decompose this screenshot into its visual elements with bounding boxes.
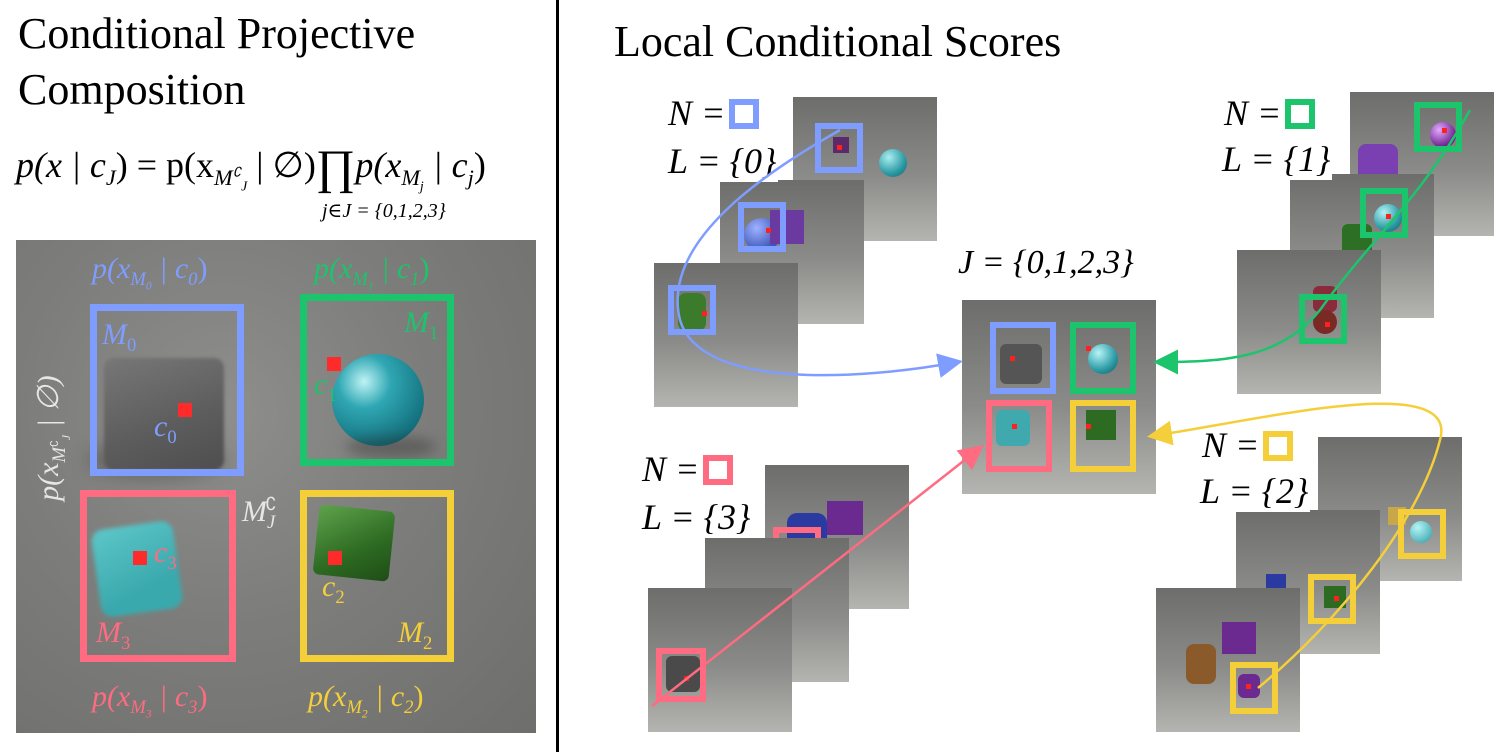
- pink-l-label: L = {3}: [640, 496, 753, 538]
- green-arrow: [1153, 109, 1472, 375]
- cond-point-3: [133, 551, 147, 565]
- mask-frame-3: [80, 490, 236, 662]
- composite-dot-2: [1086, 424, 1091, 429]
- blue-dot-3: [702, 311, 707, 316]
- mask-label-3: M3: [96, 616, 131, 654]
- left-title-line1: Conditional Projective: [18, 9, 416, 58]
- cond-label-2: c2: [322, 570, 345, 608]
- small-cube-green: [1086, 410, 1116, 440]
- region-label-2: p(xM2 | c2): [308, 680, 424, 721]
- cond-point-1: [327, 357, 341, 371]
- pink-frame-3: [656, 648, 706, 702]
- green-dot-2: [1386, 214, 1391, 219]
- mask-frame-0: [90, 304, 244, 476]
- composite-frame-blue: [990, 322, 1056, 394]
- pink-arrow: [651, 444, 984, 707]
- mask-label-1: M1: [404, 306, 439, 344]
- mask-frame-1: [300, 294, 454, 466]
- small-sphere: [879, 149, 907, 177]
- teal-sphere: [332, 354, 424, 446]
- pink-n-label: N =: [640, 448, 736, 490]
- cond-label-0: c0: [154, 410, 177, 448]
- small-sphere: [1088, 344, 1118, 374]
- mask-label-0: M0: [102, 318, 137, 356]
- region-label-3: p(xM3 | c3): [92, 680, 208, 721]
- composite-frame-pink: [986, 400, 1052, 472]
- complement-mask-label: MJ∁: [242, 494, 277, 533]
- cond-label-1: c1: [314, 368, 337, 406]
- cond-label-3: c3: [154, 536, 177, 574]
- pink-square: [703, 455, 734, 485]
- yellow-square: [1263, 431, 1294, 461]
- small-cube: [1000, 344, 1042, 384]
- green-dot-3: [1325, 322, 1330, 327]
- green-l-label: L = {1}: [1220, 138, 1333, 180]
- small-cube: [827, 501, 863, 535]
- composite-dot-0: [1010, 356, 1015, 361]
- blue-frame-1: [815, 123, 863, 173]
- small-sphere: [1430, 122, 1456, 148]
- pink-sample-3: [648, 588, 792, 732]
- yellow-dot-3: [1246, 684, 1251, 689]
- composite-frame-green: [1070, 322, 1136, 394]
- green-n-label: N =: [1222, 92, 1318, 134]
- composite-dot-1: [1086, 346, 1091, 351]
- small-sphere: [1410, 521, 1432, 543]
- cond-point-2: [328, 551, 342, 565]
- blue-sample-2: [720, 180, 864, 324]
- blue-frame-2: [738, 202, 786, 252]
- yellow-frame-2: [1308, 574, 1356, 624]
- mask-label-2: M2: [398, 616, 433, 654]
- yellow-sample-3: [1156, 588, 1300, 732]
- small-cube: [1266, 574, 1286, 592]
- green-frame-3: [1299, 294, 1347, 344]
- blue-dot-1: [837, 145, 842, 150]
- green-sample-3: [1237, 250, 1381, 394]
- panel-divider: [556, 0, 559, 752]
- region-label-0: p(xM0 | c0): [92, 252, 208, 293]
- mask-frame-2: [300, 490, 454, 662]
- blue-dot-2: [766, 228, 771, 233]
- composite-dot-3: [1012, 424, 1017, 429]
- small-cube: [1222, 622, 1256, 654]
- green-square: [1285, 99, 1316, 129]
- product-index: j∈J = {0,1,2,3}: [322, 200, 446, 222]
- composite-image: [962, 300, 1156, 494]
- yellow-dot-2: [1334, 596, 1339, 601]
- blue-square: [729, 99, 760, 129]
- blue-n-label: N =: [666, 92, 762, 134]
- right-title: Local Conditional Scores: [614, 17, 1062, 66]
- sphere-shadow: [346, 436, 436, 458]
- left-title-line2: Composition: [18, 65, 246, 114]
- small-cylinder: [1186, 644, 1216, 684]
- blue-l-label: L = {0}: [666, 140, 779, 182]
- composed-scene-image: p(xM0 | c0) p(xM1 | c1) p(xM3 | c3) p(xM…: [16, 240, 536, 733]
- blue-frame-3: [668, 285, 716, 335]
- composition-formula: p(x | cJ) = p(xM∁J | ∅)∏p(xMj | cj): [16, 141, 486, 194]
- yellow-arrow: [1147, 402, 1443, 689]
- blue-arrow: [676, 128, 963, 378]
- yellow-frame-1: [1398, 509, 1446, 559]
- yellow-l-label: L = {2}: [1198, 470, 1311, 512]
- small-cube: [770, 210, 804, 244]
- composite-frame-yellow: [1070, 400, 1136, 472]
- green-dot-1: [1442, 128, 1447, 133]
- yellow-n-label: N =: [1200, 424, 1296, 466]
- gray-cube: [104, 358, 224, 470]
- cond-point-0: [178, 403, 192, 417]
- composite-label: J = {0,1,2,3}: [958, 244, 1134, 281]
- region-label-1: p(xM1 | c1): [314, 252, 430, 293]
- green-frame-2: [1360, 188, 1408, 238]
- yellow-frame-3: [1230, 662, 1278, 714]
